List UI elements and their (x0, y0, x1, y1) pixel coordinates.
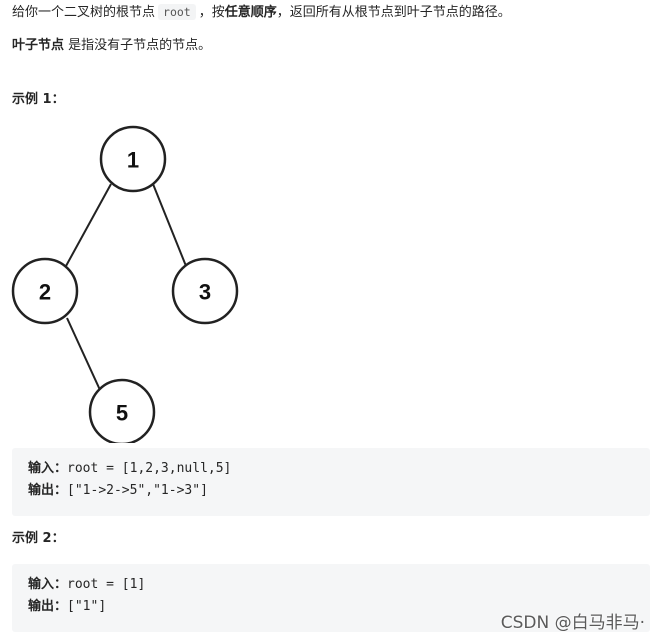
edge-2-5 (66, 317, 101, 391)
input-value: root = [1] (67, 577, 146, 592)
leaf-term: 叶子节点 (12, 38, 65, 53)
input-label: 输入： (28, 461, 68, 476)
tree-node-5-label: 5 (116, 401, 128, 426)
tree-node-2 (11, 257, 79, 325)
tree-node-3-label: 3 (199, 280, 211, 305)
output-value: ["1"] (67, 599, 107, 614)
output-value: ["1->2->5","1->3"] (67, 483, 208, 498)
leaf-description: 是指没有子节点的节点。 (68, 38, 212, 53)
output-label: 输出： (28, 599, 68, 614)
input-value: root = [1,2,3,null,5] (67, 461, 232, 476)
edge-1-3 (152, 183, 187, 267)
example-2-title: 示例 2： (12, 531, 65, 546)
edge-1-2 (65, 183, 112, 267)
root-code: root (158, 4, 196, 20)
leaf-definition: 叶子节点 是指没有子节点的节点。 (12, 36, 211, 56)
intro-suffix: ，返回所有从根节点到叶子节点的路径。 (276, 5, 511, 20)
tree-node-3 (171, 257, 239, 325)
example-1-input-row: 输入：root = [1,2,3,null,5] (28, 458, 650, 480)
tree-node-5 (88, 378, 156, 443)
input-label: 输入： (28, 577, 68, 592)
intro-emphasis: 任意顺序 (224, 5, 277, 20)
example-1-output-row: 输出：["1->2->5","1->3"] (28, 480, 650, 502)
example-2-output-row: 输出：["1"] (28, 596, 650, 618)
csdn-watermark: CSDN @白马非马· (500, 613, 645, 633)
tree-node-1-label: 1 (127, 148, 139, 173)
example-1-code-block: 输入：root = [1,2,3,null,5] 输出：["1->2->5","… (12, 448, 650, 516)
intro-mid: ，按 (198, 5, 225, 20)
tree-node-2-label: 2 (39, 280, 51, 305)
example-2-code-block: 输入：root = [1] 输出：["1"] (12, 564, 650, 632)
binary-tree-diagram: 1 2 3 5 (11, 125, 239, 443)
example-1-title: 示例 1： (12, 92, 65, 107)
tree-node-1 (99, 125, 167, 193)
example-2-input-row: 输入：root = [1] (28, 574, 650, 596)
output-label: 输出： (28, 483, 68, 498)
intro-prefix: 给你一个二叉树的根节点 (12, 5, 156, 20)
